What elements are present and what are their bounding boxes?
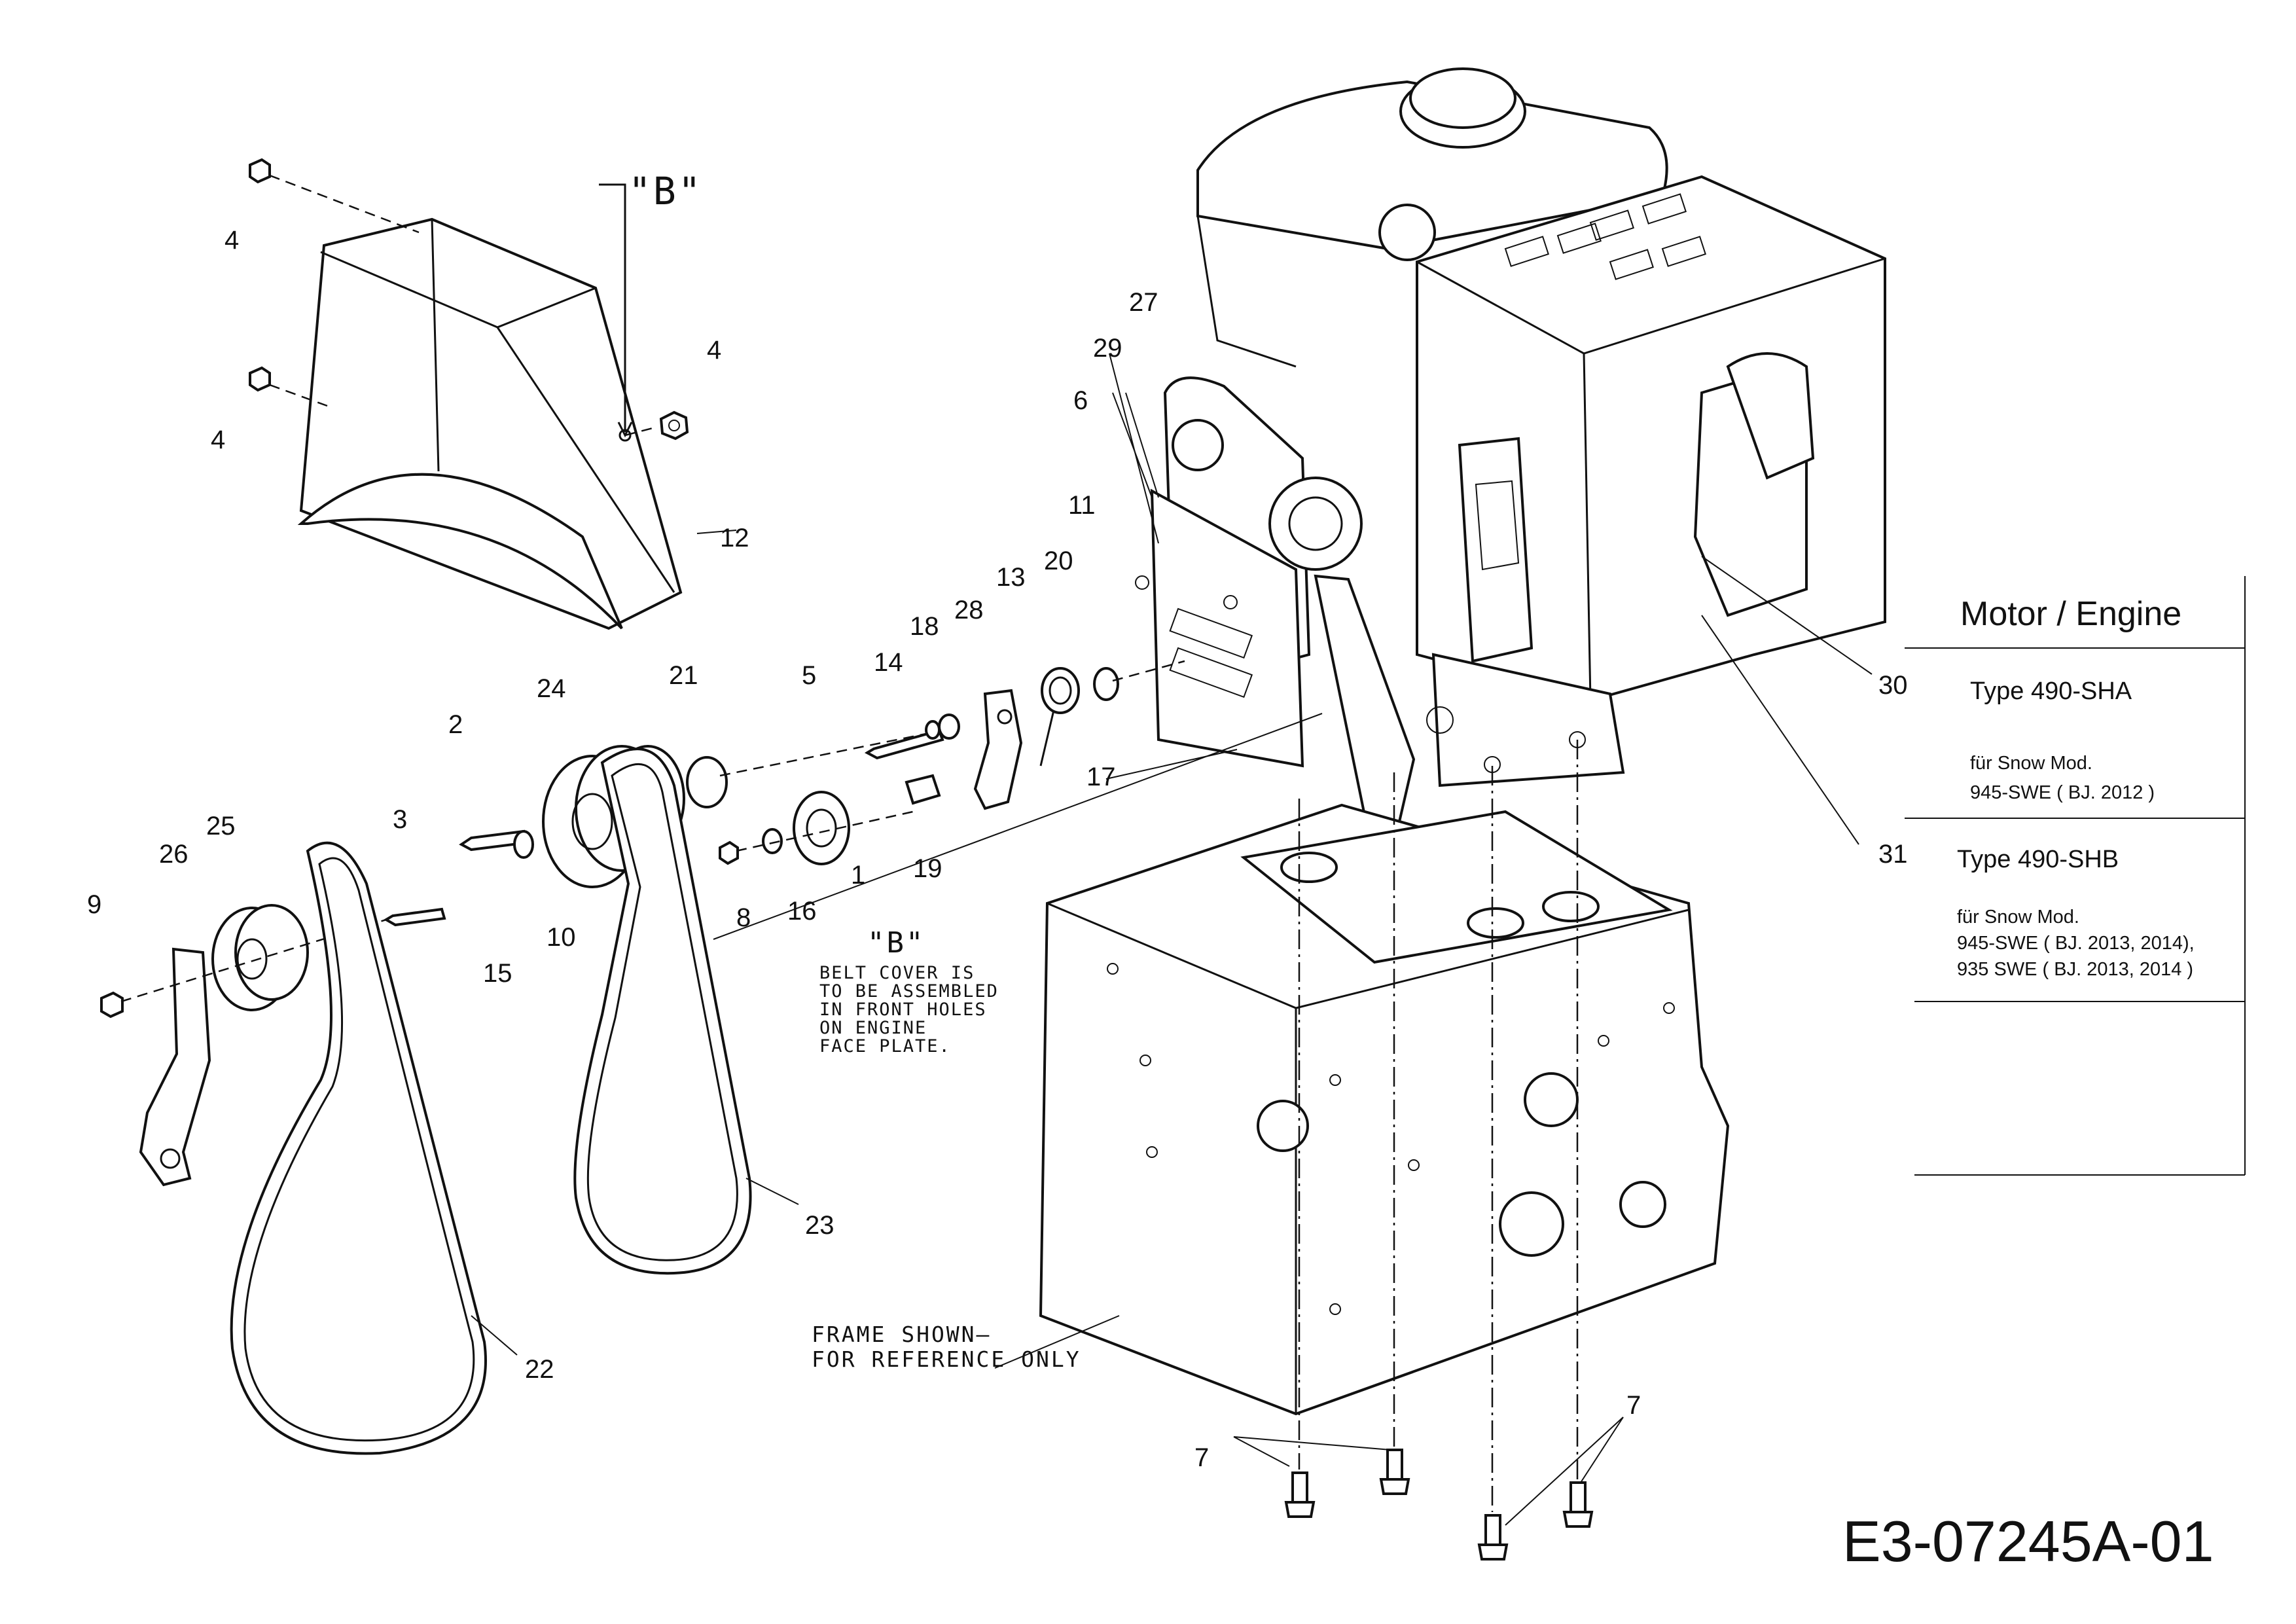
spacer-19-part	[905, 774, 941, 805]
callout-15: 15	[483, 959, 512, 988]
frame-note-line-2: FOR REFERENCE ONLY	[812, 1346, 1081, 1372]
engine-table-title: Motor / Engine	[1960, 595, 2181, 633]
callout-8: 8	[736, 903, 751, 932]
callout-31: 31	[1878, 840, 1908, 869]
callout-22: 22	[525, 1355, 554, 1384]
callout-23: 23	[805, 1211, 834, 1240]
callout-7b: 7	[1626, 1391, 1641, 1420]
frame-part	[1039, 803, 1730, 1416]
callout-21: 21	[669, 661, 698, 690]
callout-6: 6	[1073, 386, 1088, 415]
callout-14: 14	[874, 648, 903, 677]
nut-9-part	[100, 991, 124, 1019]
belt-22-part	[230, 841, 487, 1455]
engine-row-31-model-2: 945-SWE ( BJ. 2013, 2014),	[1957, 933, 2195, 954]
view-b-arrow	[599, 183, 626, 432]
pulley-25-part	[211, 904, 309, 1011]
leader-lines	[471, 353, 1873, 1526]
bolts-7-part	[1284, 1449, 1594, 1561]
nut-4c-part	[624, 410, 689, 441]
nut-8-part	[719, 840, 739, 865]
engine-row-31-model-3: 935 SWE ( BJ. 2013, 2014 )	[1957, 959, 2193, 980]
washer-15-part	[513, 830, 534, 859]
engine-row-31-type: Type 490-SHB	[1957, 846, 2119, 873]
bolt-4b-part	[249, 366, 328, 407]
callout-30: 30	[1878, 671, 1908, 700]
note-line-3: IN FRONT HOLES	[819, 1000, 987, 1020]
idler-arm-28-part	[973, 689, 1023, 810]
view-b-label-top: "B"	[628, 169, 703, 213]
callout-27: 27	[1129, 288, 1158, 317]
callout-5: 5	[802, 661, 816, 690]
belt-23-part	[573, 748, 752, 1275]
washer-16-part	[762, 828, 783, 854]
engine-row-31-model-1: für Snow Mod.	[1957, 907, 2079, 928]
engine-row-30-model-2: 945-SWE ( BJ. 2012 )	[1970, 782, 2155, 803]
callout-11: 11	[1068, 491, 1096, 520]
idler-bearing-1-part	[793, 791, 850, 865]
callout-25: 25	[206, 812, 236, 840]
engine-row-30-type: Type 490-SHA	[1970, 677, 2132, 705]
callout-18: 18	[910, 612, 939, 641]
view-b-label-note: "B"	[867, 926, 925, 960]
frame-note: FRAME SHOWN— FOR REFERENCE ONLY	[812, 1322, 1081, 1372]
callout-13: 13	[996, 563, 1026, 592]
callout-9: 9	[87, 890, 101, 919]
engine-row-30-model-1: für Snow Mod.	[1970, 753, 2092, 774]
engine-part	[1163, 67, 1886, 787]
bolt-4a-part	[249, 158, 420, 234]
note-line-5: FACE PLATE.	[819, 1036, 951, 1056]
callout-2: 2	[448, 710, 463, 739]
callout-24: 24	[537, 674, 566, 703]
bolt-3-part	[384, 907, 446, 927]
note-line-4: ON ENGINE	[819, 1018, 927, 1038]
callout-16: 16	[787, 897, 817, 926]
callout-4c: 4	[707, 336, 721, 365]
washer-18-part	[938, 713, 960, 740]
washer-20-part	[1093, 667, 1119, 701]
spring-13-part	[1039, 667, 1080, 767]
callout-10: 10	[547, 923, 576, 952]
callout-26: 26	[159, 840, 188, 869]
ring-21-part	[686, 756, 728, 808]
callout-19: 19	[913, 854, 942, 883]
callout-29: 29	[1093, 334, 1122, 363]
engine-face-plate-part	[1135, 488, 1416, 846]
washer-14-part	[925, 720, 941, 740]
callout-3: 3	[393, 805, 407, 834]
callout-7a: 7	[1194, 1443, 1209, 1472]
callout-12: 12	[720, 524, 749, 552]
note-line-2: TO BE ASSEMBLED	[819, 981, 999, 1001]
drawing-id: E3-07245A-01	[1842, 1509, 2214, 1574]
engine-table: Motor / Engine Type 490-SHA für Snow Mod…	[1905, 576, 2246, 1176]
callout-1: 1	[851, 861, 865, 890]
note-line-1: BELT COVER IS	[819, 963, 975, 983]
callout-28: 28	[954, 596, 984, 624]
callout-4b: 4	[211, 425, 225, 454]
frame-note-line-1: FRAME SHOWN—	[812, 1322, 991, 1347]
belt-cover-part	[297, 217, 683, 630]
callout-17: 17	[1086, 763, 1116, 791]
callout-20: 20	[1044, 547, 1073, 575]
belt-cover-note: BELT COVER IS TO BE ASSEMBLED IN FRONT H…	[819, 963, 999, 1056]
bracket-26-part	[139, 947, 211, 1187]
callout-4a: 4	[224, 226, 239, 255]
